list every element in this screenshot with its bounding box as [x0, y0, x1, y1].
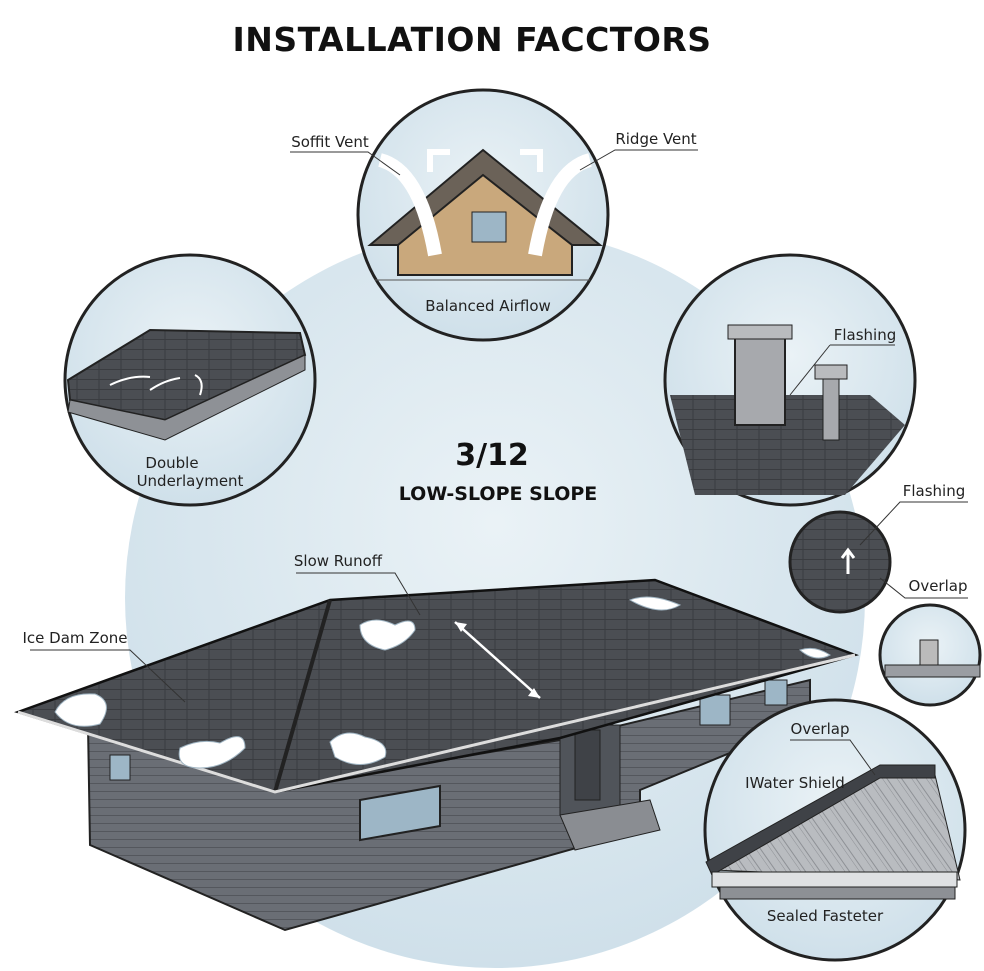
metal-roof-circle [703, 698, 967, 962]
metal-overlap-label: Overlap [790, 720, 850, 738]
leader-lines [30, 149, 968, 776]
chimney-flashing-circle [663, 253, 917, 507]
chimney-flashing-label: Flashing [833, 326, 897, 344]
overlap-detail-label: Overlap [908, 577, 968, 595]
snow-patches [54, 596, 831, 769]
soffit-vent-label: Soffit Vent [291, 133, 369, 151]
slope-arrow [454, 621, 541, 699]
slope-label: LOW-SLOPE SLOPE [398, 483, 598, 505]
page-title: INSTALLATION FACCTORS [232, 20, 712, 59]
ridge-vent-label: Ridge Vent [615, 130, 697, 148]
slow-runoff-label: Slow Runoff [293, 552, 383, 570]
flashing-detail-label: Flashing [902, 482, 966, 500]
balanced-airflow-label: Balanced Airflow [425, 297, 551, 315]
slope-ratio: 3/12 [455, 438, 529, 473]
flashing-overlap-circle [788, 510, 892, 614]
water-shield-label: IWater Shield [745, 774, 845, 792]
ice-dam-zone-label: Ice Dam Zone [22, 629, 128, 647]
sealed-fastener-label: Sealed Fasteter [766, 907, 884, 925]
underlayment-detail-circle [63, 253, 317, 507]
double-underlayment-label-line2: Underlayment [136, 472, 244, 490]
vent-detail-circle [356, 88, 610, 342]
double-underlayment-label-line1: Double [145, 454, 199, 472]
house [14, 578, 860, 932]
